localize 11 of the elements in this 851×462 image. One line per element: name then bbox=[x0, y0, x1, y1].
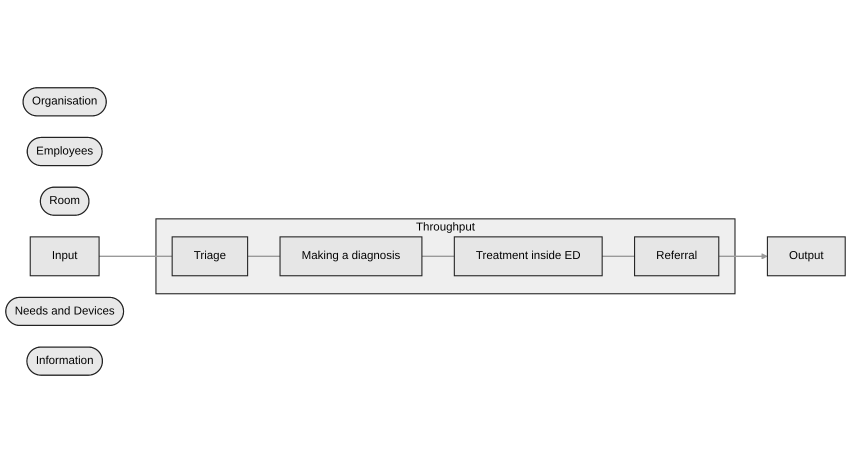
node-box: Input bbox=[30, 236, 100, 276]
connector bbox=[99, 255, 172, 257]
connector bbox=[602, 255, 635, 257]
connector bbox=[422, 255, 454, 257]
arrow bbox=[718, 252, 768, 259]
node-box: Referral bbox=[634, 236, 720, 276]
node-box: Treatment inside ED bbox=[454, 236, 603, 276]
node-box: Triage bbox=[172, 236, 248, 276]
connector bbox=[248, 255, 280, 257]
node-box: Output bbox=[766, 236, 846, 276]
node-box: Making a diagnosis bbox=[280, 236, 422, 276]
